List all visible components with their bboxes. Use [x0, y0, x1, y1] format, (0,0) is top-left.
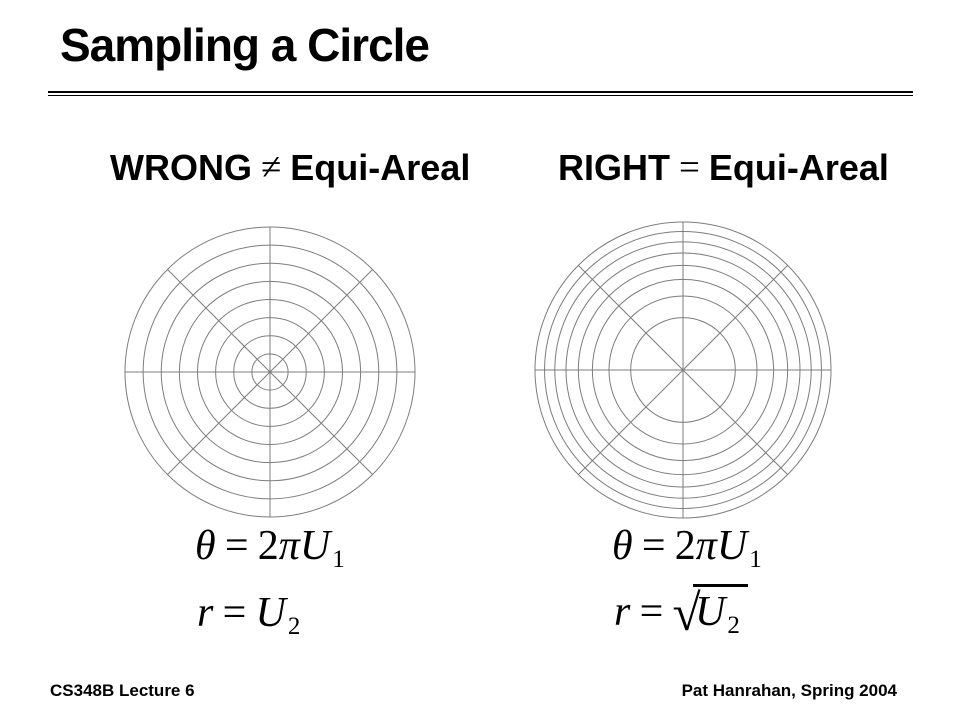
equals-sign: = [222, 590, 247, 636]
heading-wrong-rest: Equi-Areal [290, 147, 471, 188]
equation-r-wrong: r=U2 [197, 589, 301, 640]
eq-subscript: 2 [727, 612, 740, 639]
eq-lhs: θ [195, 523, 216, 569]
pi-symbol: π [278, 523, 300, 569]
equation-theta-wrong: θ=2πU1 [195, 522, 345, 573]
not-equal-symbol: ≠ [260, 147, 282, 188]
heading-right-word: RIGHT [558, 147, 670, 188]
polar-grid-uniform-diagram [124, 226, 416, 518]
eq-subscript: 2 [287, 613, 301, 640]
pi-symbol: π [695, 523, 717, 569]
equals-sign: = [224, 523, 249, 569]
equals-sign: = [639, 589, 664, 635]
eq-coef: 2 [257, 523, 279, 569]
heading-right: RIGHT=Equi-Areal [558, 147, 889, 190]
sqrt-radical: √U2 [673, 584, 749, 639]
equation-theta-right: θ=2πU1 [612, 522, 762, 573]
eq-lhs: r [614, 589, 631, 635]
polar-grid-sqrt-diagram [534, 221, 832, 519]
footer-course-label: CS348B Lecture 6 [50, 681, 195, 700]
radical-sign: √ [672, 585, 701, 643]
heading-wrong: WRONG≠Equi-Areal [110, 147, 470, 190]
page-title: Sampling a Circle [60, 19, 430, 71]
eq-var: U [299, 523, 331, 569]
eq-subscript: 1 [332, 546, 345, 573]
equals-sign: = [641, 523, 666, 569]
title-divider-rule [48, 91, 913, 96]
eq-subscript: 1 [749, 546, 762, 573]
eq-var: U [255, 590, 286, 636]
eq-var: U [695, 589, 726, 635]
eq-coef: 2 [674, 523, 696, 569]
eq-lhs: θ [612, 523, 633, 569]
equal-symbol: = [679, 147, 700, 188]
eq-var: U [716, 523, 748, 569]
footer-author-label: Pat Hanrahan, Spring 2004 [681, 681, 897, 700]
heading-wrong-word: WRONG [110, 147, 252, 188]
equation-r-right: r=√U2 [614, 584, 749, 639]
radicand: U2 [693, 584, 749, 639]
eq-lhs: r [197, 590, 214, 636]
heading-right-rest: Equi-Areal [708, 147, 889, 188]
